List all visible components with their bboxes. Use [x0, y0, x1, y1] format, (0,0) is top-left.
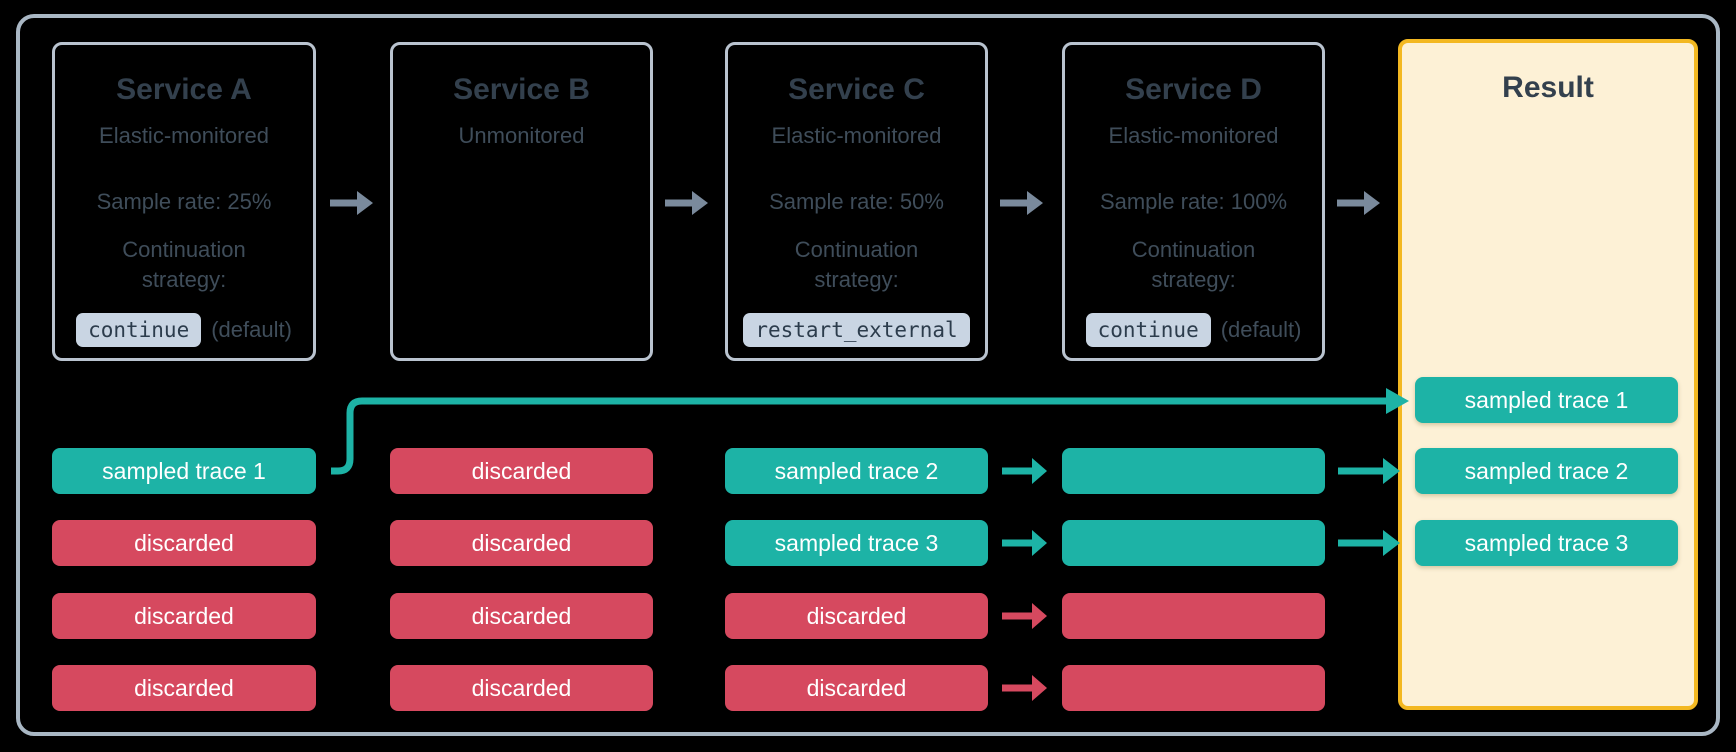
result-trace-pill: sampled trace 1 [1415, 377, 1678, 423]
continuation-label: Continuation strategy: [1065, 235, 1322, 295]
result-trace-pill: sampled trace 3 [1415, 520, 1678, 566]
trace-pill: discarded [390, 520, 653, 566]
trace-pill: discarded [390, 593, 653, 639]
continuation-line2: strategy: [814, 267, 899, 292]
trace-pill: sampled trace 2 [725, 448, 988, 494]
strategy-code-chip: continue [1085, 313, 1211, 347]
trace-pill: sampled trace 3 [725, 520, 988, 566]
sample-rate-label: Sample rate: 50% [769, 189, 944, 214]
trace-pill [1062, 520, 1325, 566]
continuation-line2: strategy: [1151, 267, 1236, 292]
trace-pill [1062, 448, 1325, 494]
service-box-d: Service D Elastic-monitored Sample rate:… [1062, 42, 1325, 361]
trace-pill: discarded [725, 593, 988, 639]
result-box: Result [1398, 39, 1698, 710]
service-box-b: Service B Unmonitored [390, 42, 653, 361]
continuation-label: Continuation strategy: [55, 235, 313, 295]
service-title: Service B [453, 73, 590, 106]
service-title: Service C [788, 73, 925, 106]
monitoring-label: Unmonitored [458, 123, 585, 148]
sample-rate-label: Sample rate: 100% [1099, 189, 1288, 214]
strategy-default-label: (default) [211, 317, 292, 342]
result-title: Result [1502, 71, 1594, 104]
trace-pill: discarded [52, 665, 316, 711]
monitoring-label: Elastic-monitored [99, 123, 269, 148]
monitoring-label: Elastic-monitored [771, 123, 942, 148]
service-box-c: Service C Elastic-monitored Sample rate:… [725, 42, 988, 361]
trace-pill: discarded [52, 520, 316, 566]
strategy-row: restart_external [728, 313, 985, 347]
strategy-default-label: (default) [1220, 317, 1302, 342]
service-box-a: Service A Elastic-monitored Sample rate:… [52, 42, 316, 361]
continuation-line1: Continuation [794, 237, 919, 262]
strategy-row: continue (default) [55, 313, 313, 347]
trace-pill: discarded [390, 448, 653, 494]
strategy-code-chip: continue [76, 313, 202, 347]
trace-pill: sampled trace 1 [52, 448, 316, 494]
continuation-line2: strategy: [141, 267, 227, 292]
service-title: Service A [116, 73, 252, 106]
trace-pill: discarded [390, 665, 653, 711]
result-trace-pill: sampled trace 2 [1415, 448, 1678, 494]
strategy-code-chip: restart_external [743, 313, 970, 347]
trace-pill [1062, 593, 1325, 639]
continuation-line1: Continuation [122, 237, 246, 262]
strategy-row: continue (default) [1065, 313, 1322, 347]
trace-pill [1062, 665, 1325, 711]
trace-pill: discarded [725, 665, 988, 711]
trace-pill: discarded [52, 593, 316, 639]
continuation-label: Continuation strategy: [728, 235, 985, 295]
diagram-outer-frame [16, 14, 1720, 736]
service-title: Service D [1125, 73, 1262, 106]
monitoring-label: Elastic-monitored [1108, 123, 1279, 148]
continuation-line1: Continuation [1131, 237, 1256, 262]
sample-rate-label: Sample rate: 25% [96, 189, 272, 214]
